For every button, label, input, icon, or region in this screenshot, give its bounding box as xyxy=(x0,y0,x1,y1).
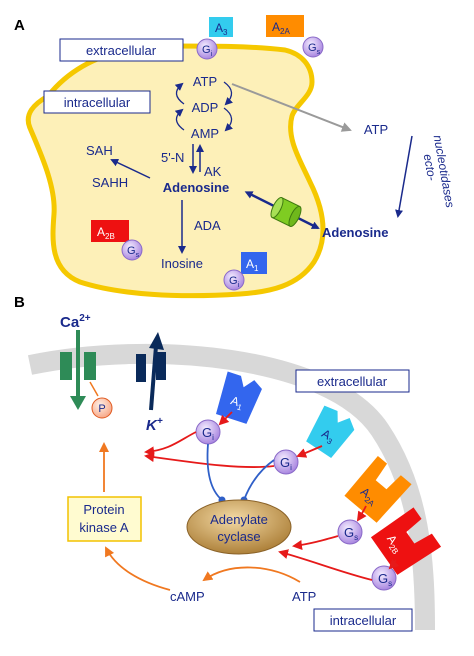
arrow-adenosine-to-sah xyxy=(110,158,151,179)
sahh-label: SAHH xyxy=(92,175,128,190)
inhibit-gi1-ac xyxy=(206,443,223,501)
gprotein-gi-1-text: Gi xyxy=(202,425,214,442)
receptor-a1-a-text: A1 xyxy=(246,257,259,273)
receptor-a2a-b: A2A xyxy=(344,455,412,523)
receptor-a2a-a-text: A2A xyxy=(272,20,290,36)
atp-label: ATP xyxy=(193,74,217,89)
gprotein-gi-a1-text: Gi xyxy=(229,275,240,289)
atp-extracellular-label: ATP xyxy=(364,122,388,137)
gprotein-gs-a2a xyxy=(302,36,324,58)
receptor-a1-b: A1 xyxy=(215,371,262,424)
arrow-gi1-to-k xyxy=(144,431,197,457)
pka-label-1: Protein xyxy=(83,502,124,517)
k-flux-arrow xyxy=(149,345,158,411)
arrow-gs1-to-ac xyxy=(292,535,339,550)
phosphate-label: P xyxy=(98,403,105,415)
ca-channel-left xyxy=(60,352,72,380)
svg-text:A1: A1 xyxy=(228,393,245,412)
gprotein-gs-a2b xyxy=(121,239,143,261)
panel-b-label: B xyxy=(14,294,25,311)
receptor-a1-a xyxy=(241,252,267,274)
ac-label-2: cyclase xyxy=(217,529,260,544)
ac-label-1: Adenylate xyxy=(210,512,268,527)
gprotein-gi-a3 xyxy=(196,38,218,60)
receptor-a3-a xyxy=(209,17,233,37)
arrow-ecto-nucleotidases xyxy=(395,135,413,218)
cycle-arrow-atp-adp-right xyxy=(223,81,234,106)
pka-box xyxy=(67,496,142,542)
extracellular-label-b: extracellular xyxy=(317,374,388,389)
receptor-a2b-b: A2B xyxy=(370,507,442,575)
receptor-a2b-a-text: A2B xyxy=(97,225,115,241)
gprotein-gi-2 xyxy=(273,449,299,475)
extracellular-box-b xyxy=(295,369,410,393)
arrow-gi2-to-k xyxy=(144,452,275,468)
k-flux-arrowhead xyxy=(149,332,164,350)
pka-label-2: kinase A xyxy=(79,520,128,535)
k-channel-right xyxy=(156,352,166,380)
cycle-arrow-amp-adp-left xyxy=(174,108,185,131)
intracellular-box-b xyxy=(313,608,413,632)
gprotein-gs-1 xyxy=(337,519,363,545)
intracellular-box-a xyxy=(43,90,151,114)
inosine-label: Inosine xyxy=(161,256,203,271)
gprotein-gi-a3-text: Gi xyxy=(202,44,213,58)
intracellular-label-a: intracellular xyxy=(64,95,131,110)
arrow-atp-to-camp xyxy=(202,566,301,583)
gprotein-gs-2 xyxy=(371,565,397,591)
arrow-a3-to-gi xyxy=(296,445,323,458)
arrow-a1-to-gi xyxy=(218,411,233,426)
gprotein-gs-a2b-text: Gs xyxy=(127,245,140,259)
ecto-label-1: ecto- xyxy=(421,153,439,182)
adenosine-intracellular-label: Adenosine xyxy=(163,180,229,195)
adp-label: ADP xyxy=(192,100,219,115)
phosphate-circle xyxy=(91,397,113,419)
extracellular-box-a xyxy=(59,38,184,62)
nucleoside-transporter xyxy=(270,197,302,227)
cycle-arrow-adp-atp-left xyxy=(174,82,185,105)
extracellular-label-a: extracellular xyxy=(86,43,157,58)
inhibit-gi2-ac xyxy=(243,459,275,501)
sah-label: SAH xyxy=(86,143,113,158)
receptor-a2a-a xyxy=(266,15,304,37)
receptor-a3-a-text: A3 xyxy=(215,21,228,37)
ada-label: ADA xyxy=(194,218,221,233)
intracellular-label-b: intracellular xyxy=(330,613,397,628)
adenosine-extracellular-label: Adenosine xyxy=(322,225,388,240)
arrow-a2b-to-gs xyxy=(388,558,400,570)
k-label: K+ xyxy=(146,416,163,434)
gprotein-gs-a2a-text: Gs xyxy=(308,42,321,56)
arrow-camp-to-pka xyxy=(105,546,171,591)
ca-flux-arrowhead xyxy=(70,396,86,410)
gprotein-gs-1-text: Gs xyxy=(344,525,358,542)
receptor-a2b-a xyxy=(91,220,129,242)
arrow-atp-release xyxy=(231,83,352,132)
ak-label: AK xyxy=(204,164,222,179)
gprotein-gi-2-text: Gi xyxy=(280,455,292,472)
cycle-arrow-adp-amp-right xyxy=(223,107,234,132)
ca-label: Ca2+ xyxy=(60,313,91,331)
adenylate-cyclase xyxy=(186,499,292,555)
five-n-label: 5'-N xyxy=(161,150,184,165)
ca-channel-right xyxy=(84,352,96,380)
gprotein-gs-2-text: Gs xyxy=(378,571,392,588)
gprotein-gi-a1 xyxy=(223,269,245,291)
camp-label: cAMP xyxy=(170,589,205,604)
receptor-a3-b: A3 xyxy=(306,405,355,459)
arrow-a2a-to-gs xyxy=(356,505,367,522)
amp-label: AMP xyxy=(191,126,219,141)
p-link xyxy=(89,381,99,397)
arrow-gs2-to-ac xyxy=(278,549,373,581)
panel-a-label: A xyxy=(14,17,25,34)
k-channel-left xyxy=(136,354,146,382)
atp-b-label: ATP xyxy=(292,589,316,604)
